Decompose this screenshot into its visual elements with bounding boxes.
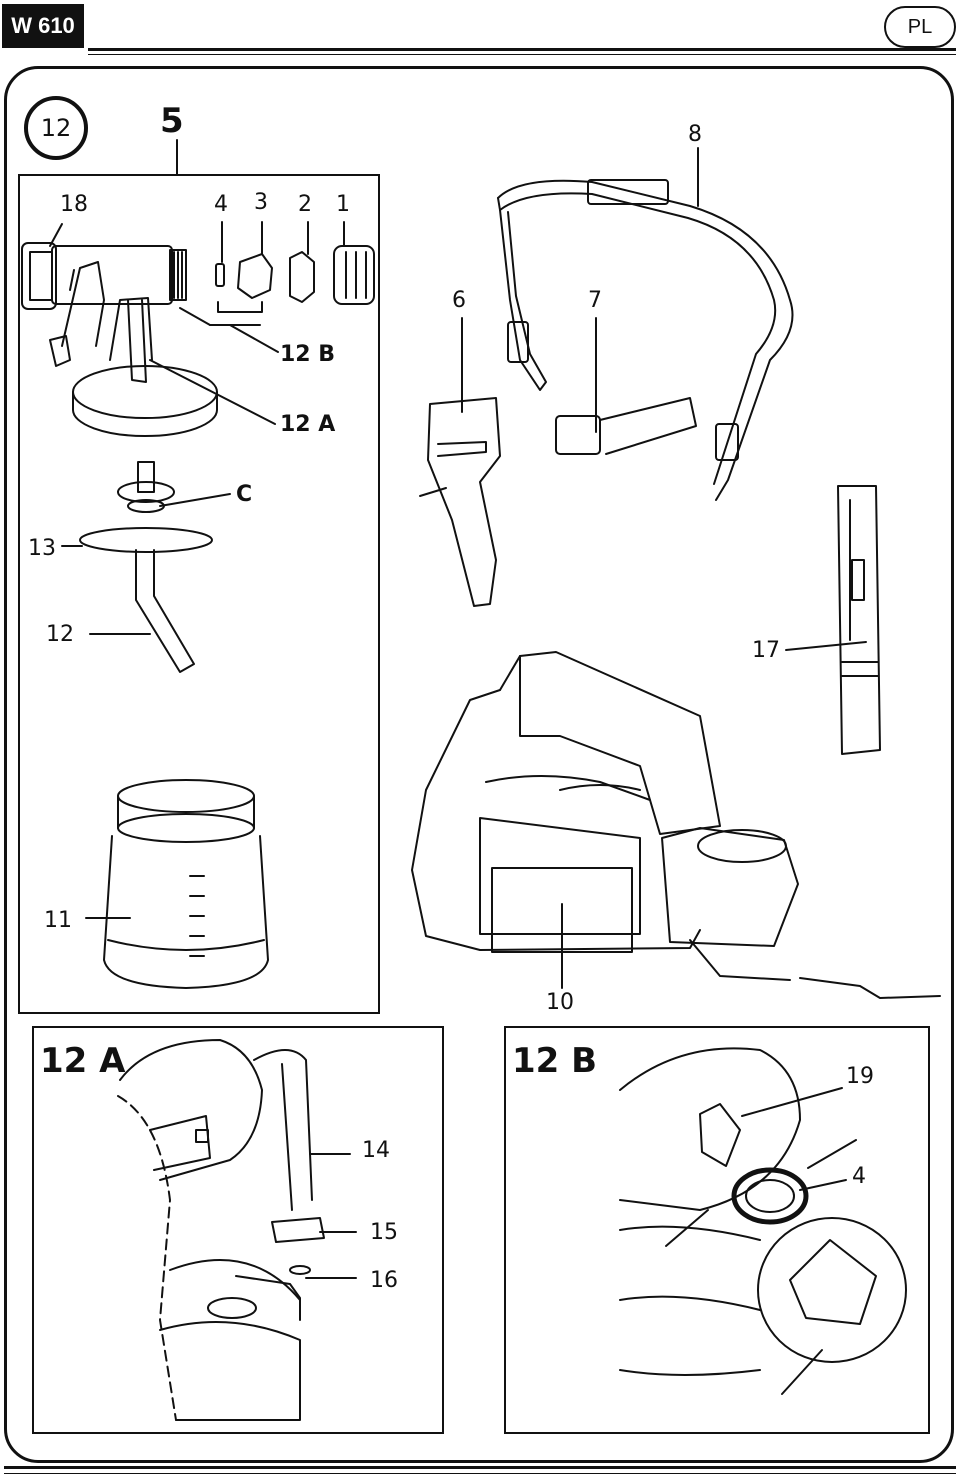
footer-rule-thin bbox=[4, 1473, 956, 1474]
callout-12b: 12 B bbox=[280, 342, 336, 367]
callout-6: 6 bbox=[452, 288, 466, 313]
detail-b-panel bbox=[504, 1026, 930, 1434]
callout-7: 7 bbox=[588, 288, 602, 313]
callout-13: 13 bbox=[28, 536, 56, 561]
connector-drawing bbox=[556, 318, 696, 454]
handle-drawing bbox=[420, 318, 500, 606]
footer-rule bbox=[4, 1466, 956, 1469]
callout-16: 16 bbox=[370, 1268, 398, 1293]
callout-19: 19 bbox=[846, 1064, 874, 1089]
header-rule-thin bbox=[88, 54, 956, 55]
detail-reference: 5 bbox=[160, 101, 184, 141]
callout-18: 18 bbox=[60, 192, 88, 217]
callout-14: 14 bbox=[362, 1138, 390, 1163]
detail-a-title: 12 A bbox=[40, 1041, 126, 1081]
callout-17: 17 bbox=[752, 638, 780, 663]
callout-1: 1 bbox=[336, 192, 350, 217]
callout-4: 4 bbox=[214, 192, 228, 217]
turbine-unit-drawing bbox=[412, 652, 940, 998]
nozzle-parts-drawing bbox=[216, 222, 374, 312]
callout-15: 15 bbox=[370, 1220, 398, 1245]
language-badge: PL bbox=[884, 6, 956, 48]
detail-b-drawing bbox=[620, 1048, 906, 1394]
viscosity-cup-drawing bbox=[786, 486, 880, 754]
strap-drawing bbox=[498, 148, 793, 500]
suction-tube-drawing bbox=[62, 462, 230, 672]
callout-11: 11 bbox=[44, 908, 72, 933]
callout-8: 8 bbox=[688, 122, 702, 147]
detail-a-drawing bbox=[118, 1040, 356, 1420]
callout-2: 2 bbox=[298, 192, 312, 217]
detail-a-panel bbox=[32, 1026, 444, 1434]
callout-10: 10 bbox=[546, 990, 574, 1015]
callout-c: C bbox=[236, 482, 253, 507]
figure-frame bbox=[4, 66, 954, 1463]
header-rule bbox=[88, 48, 956, 51]
parts-panel bbox=[18, 174, 380, 1014]
callout-12: 12 bbox=[46, 622, 74, 647]
detail-b-title: 12 B bbox=[512, 1041, 598, 1081]
container-drawing bbox=[86, 780, 268, 988]
step-number: 12 bbox=[24, 96, 88, 160]
callout-4-detail: 4 bbox=[852, 1164, 866, 1189]
callout-3: 3 bbox=[254, 190, 268, 215]
spray-attachment-drawing bbox=[22, 224, 278, 436]
callout-12a: 12 A bbox=[280, 412, 336, 437]
model-label: W 610 bbox=[2, 4, 84, 48]
